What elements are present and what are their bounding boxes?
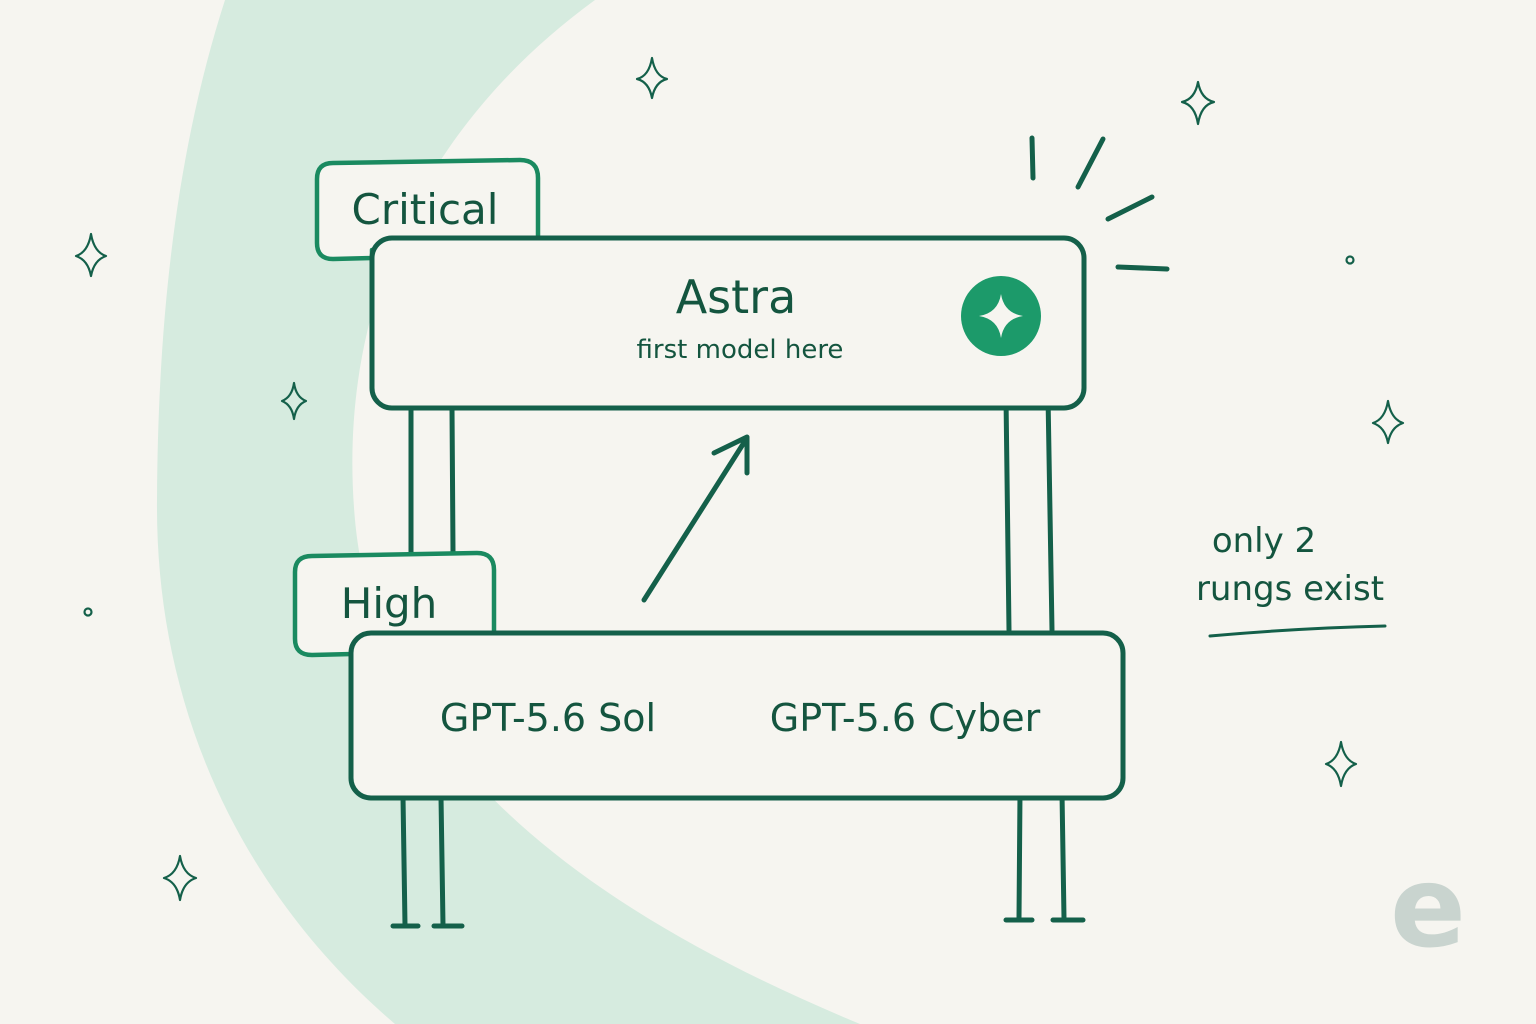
escalation-arrow [641,434,750,603]
critical-tab [314,157,541,262]
brand-logo: e [1390,843,1466,973]
sparkle-icon [635,56,669,100]
sparkle-icon [1180,80,1216,126]
side-note-line-2: rungs exist [1196,569,1384,609]
sparkle-icon [979,294,1023,338]
high-model-name: GPT-5.6 Cyber [770,696,1041,740]
sparkle-decorations [74,56,1405,902]
high-model-name: GPT-5.6 Sol [440,696,656,740]
side-note-underline [1208,624,1387,638]
emphasis-strokes [1029,135,1170,272]
side-note-line-1: only 2 [1212,521,1316,561]
sparkle-icon [74,232,108,278]
critical-model-note: first model here [637,335,844,365]
critical-model-name: Astra [676,270,797,324]
critical-tab-label: Critical [352,185,499,234]
critical-rung-box [369,235,1087,411]
dot-decoration [83,607,93,617]
high-tab-label: High [341,579,438,628]
sparkle-icon [1371,399,1405,445]
sparkle-icon [1324,740,1358,788]
high-tab [292,550,497,658]
sparkle-icon [280,381,308,421]
sparkle-icon [162,854,198,902]
dot-decoration [1345,255,1355,265]
ladder-rails [390,393,1086,929]
background-arc-band [156,0,861,1024]
high-rung-box [348,630,1126,801]
